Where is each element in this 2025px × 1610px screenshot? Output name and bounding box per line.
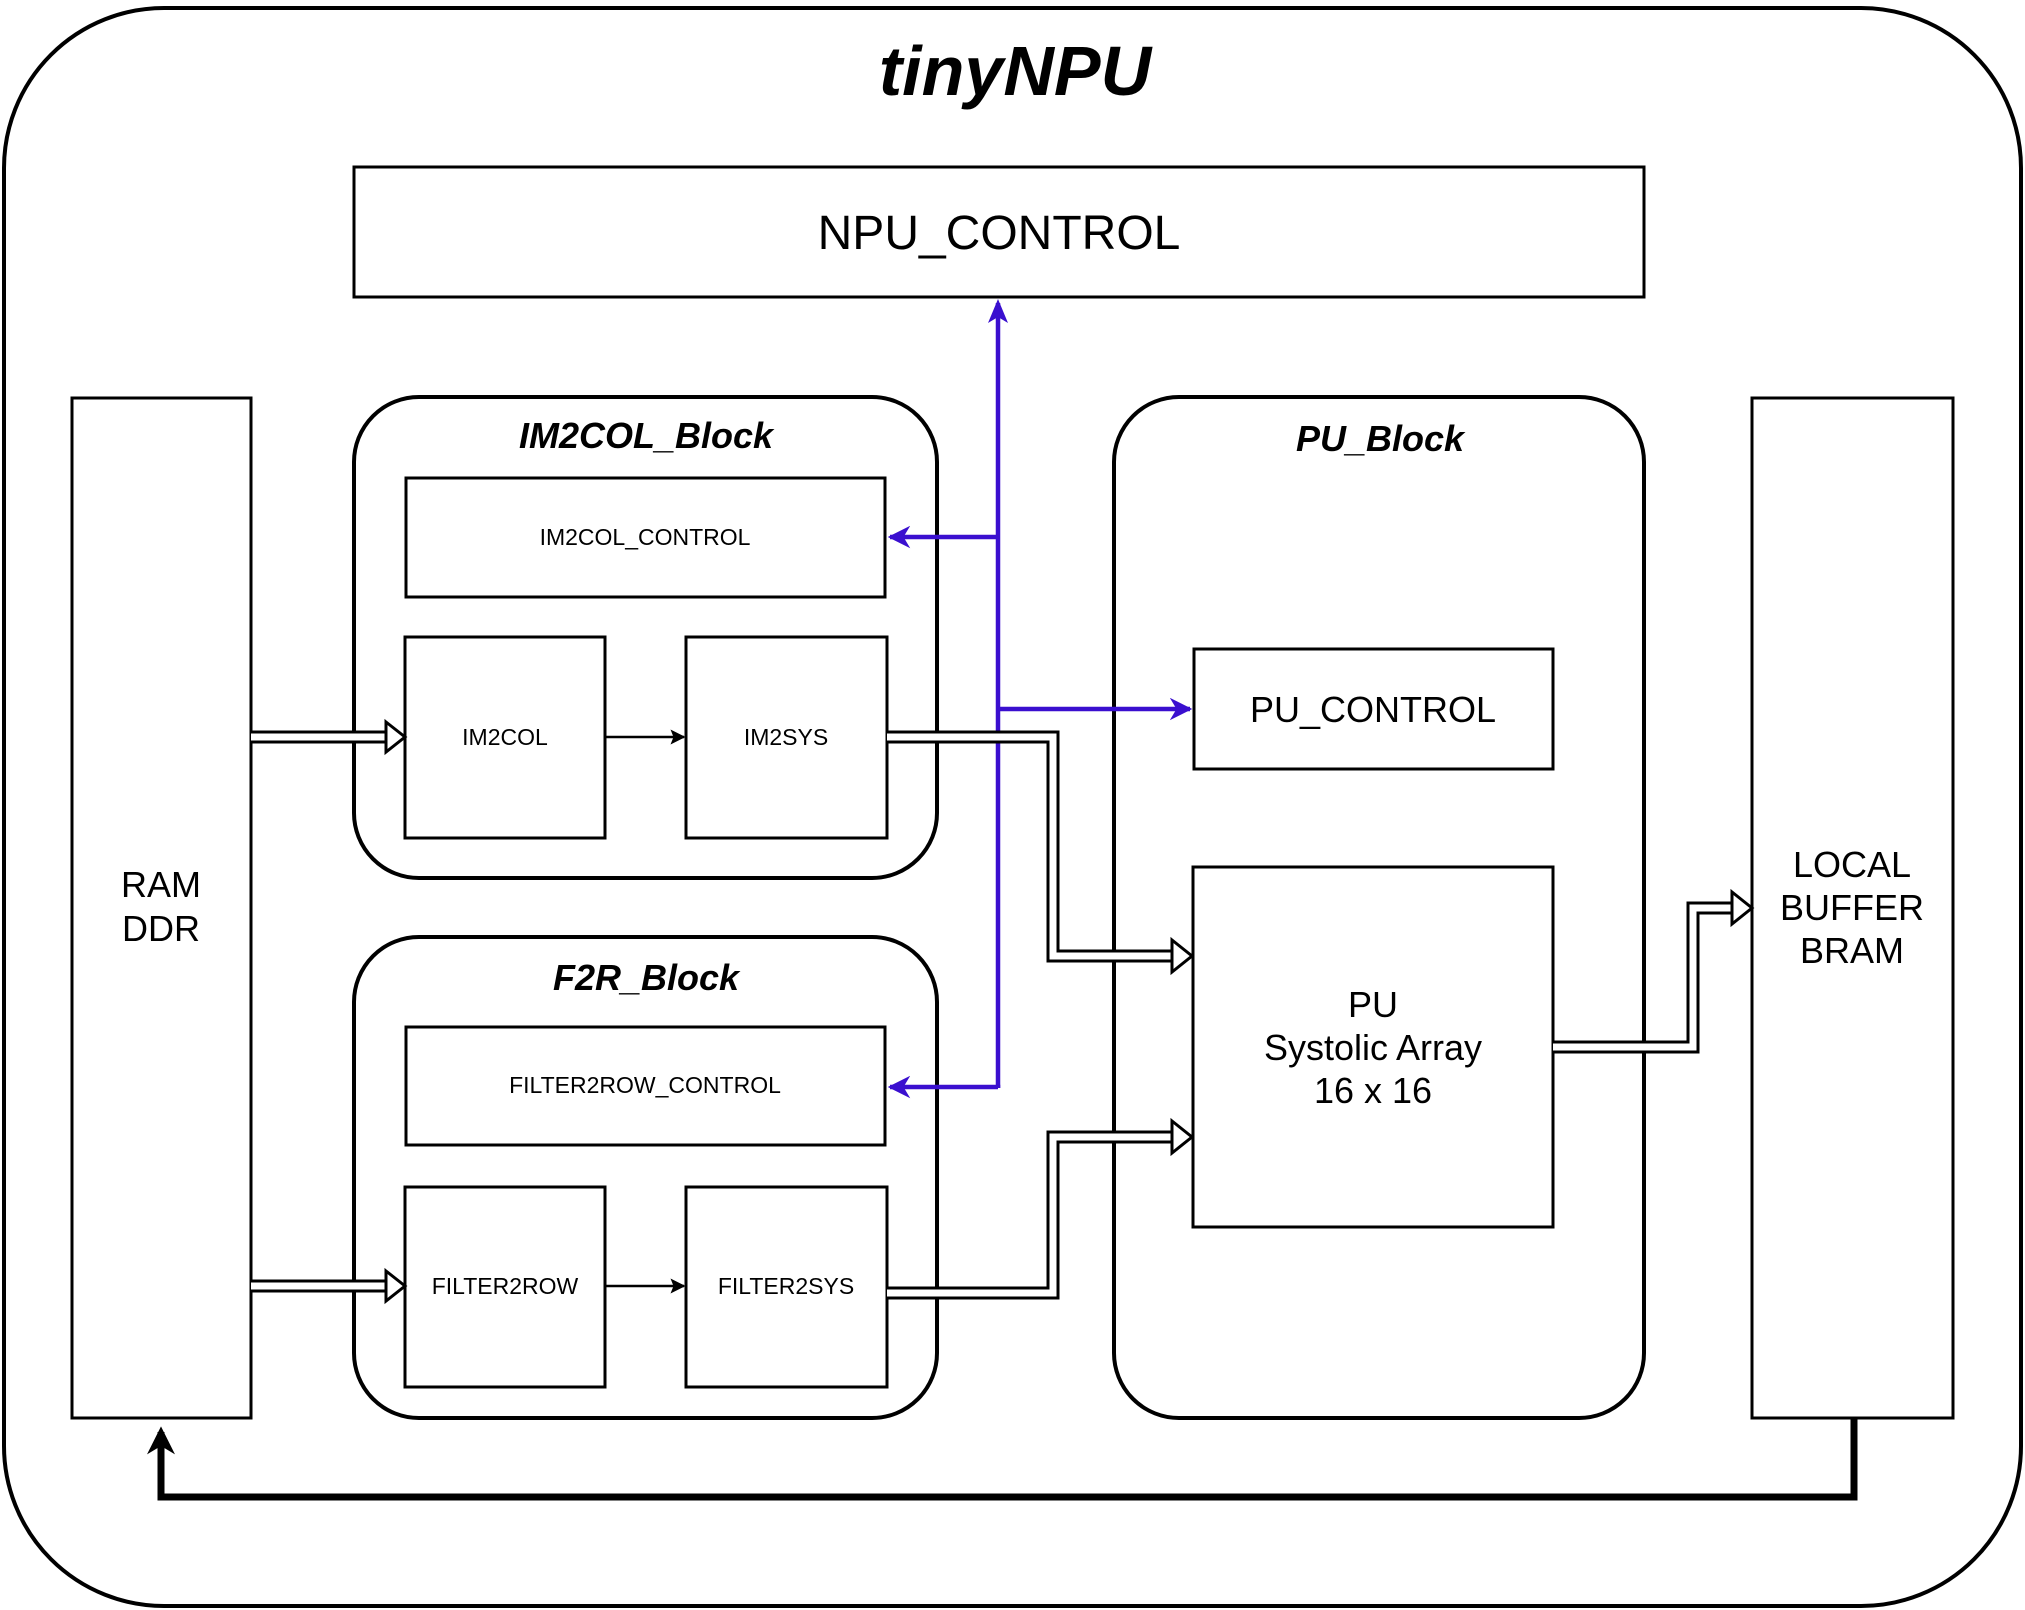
ram-to-im2col-arrowhead: [384, 718, 408, 756]
pu-block-title: PU_Block: [1296, 418, 1466, 459]
control-bus: [887, 299, 1193, 1099]
local-buffer-to-ram-return-arrow: [147, 1418, 1858, 1501]
data-bus-filter2sys-to-pu: [887, 1117, 1195, 1300]
ram-label-line1: RAM: [121, 864, 201, 905]
data-bus-im2sys-to-pu: [887, 730, 1195, 976]
ram-to-filter2row-arrowhead: [384, 1267, 408, 1305]
ram-ddr-box: [70, 396, 253, 1420]
pu-array-line2: Systolic Array: [1264, 1027, 1482, 1068]
npu-control-label: NPU_CONTROL: [818, 207, 1181, 260]
ram-label-line2: DDR: [122, 908, 200, 949]
pu-array-line1: PU: [1348, 984, 1398, 1025]
pu-systolic-array-box: [1191, 865, 1555, 1229]
im2col-control-label: IM2COL_CONTROL: [540, 524, 751, 550]
f2r-block-title: F2R_Block: [553, 957, 741, 998]
filter2row-control-box: [404, 1025, 887, 1147]
diagram-title: tinyNPU: [879, 32, 1153, 110]
pu-to-local-buffer-arrowhead: [1730, 888, 1755, 928]
im2col-block-title: IM2COL_Block: [519, 415, 775, 456]
filter2row-label: FILTER2ROW: [432, 1273, 579, 1299]
filter2sys-to-pu-arrowhead: [1170, 1117, 1195, 1157]
data-bus-ram-to-filter2row: [251, 1267, 408, 1305]
pu-control-label: PU_CONTROL: [1250, 689, 1496, 730]
control-to-filter2row-arrow: [887, 1075, 1001, 1099]
local-buffer-line1: LOCAL: [1793, 844, 1911, 885]
filter2row-control-label: FILTER2ROW_CONTROL: [509, 1072, 781, 1098]
local-buffer-line3: BRAM: [1800, 930, 1904, 971]
filter2row-box: [403, 1185, 607, 1389]
pu-array-line3: 16 x 16: [1314, 1070, 1432, 1111]
data-bus-pu-to-local-buffer: [1553, 888, 1755, 1054]
im2sys-box: [684, 635, 889, 840]
im2sys-to-pu-arrowhead: [1170, 936, 1195, 976]
im2col-label: IM2COL: [462, 724, 548, 750]
control-bus-up-arrowhead: [988, 299, 1008, 323]
npu-control-box: [352, 165, 1646, 299]
im2sys-label: IM2SYS: [744, 724, 828, 750]
local-buffer-line2: BUFFER: [1780, 887, 1924, 928]
data-bus-ram-to-im2col: [251, 718, 408, 756]
filter2sys-box: [684, 1185, 889, 1389]
filter2sys-label: FILTER2SYS: [718, 1273, 854, 1299]
im2col-control-box: [404, 476, 887, 599]
im2col-box: [403, 635, 607, 840]
local-buffer-box: [1750, 396, 1955, 1420]
pu-control-box: [1192, 647, 1555, 771]
